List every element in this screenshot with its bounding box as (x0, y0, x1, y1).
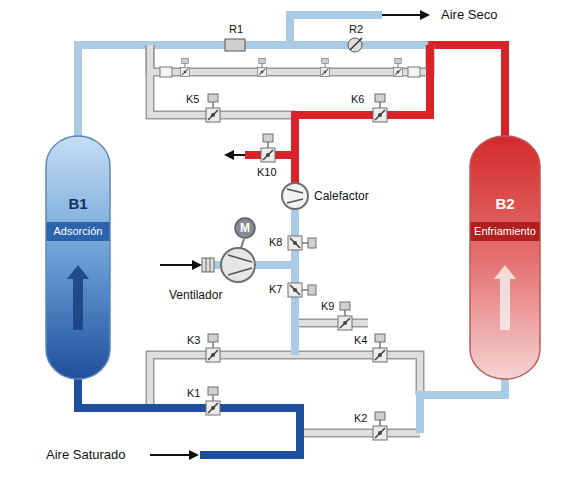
regulator-label: R1 (228, 23, 244, 36)
valve-label: K10 (256, 166, 278, 179)
heater-label: Calefactor (313, 189, 370, 203)
valve-label: K3 (186, 334, 201, 347)
motor-symbol: M (234, 217, 256, 239)
vessel-body (470, 136, 540, 379)
vessel-outline (469, 135, 541, 380)
vessel-state: Adsorción (54, 225, 103, 238)
valve-label: K4 (353, 334, 368, 347)
vessel-outline (45, 135, 111, 380)
regulator-symbol (225, 38, 362, 52)
hot-air-pipe (245, 45, 430, 183)
vessel-id: B2 (495, 195, 514, 213)
flow-direction-arrow (67, 265, 89, 330)
flow-direction-arrow (494, 265, 516, 330)
outlet-label: Aire Seco (440, 7, 498, 23)
silencer-symbol (160, 67, 420, 77)
valve-label: K1 (186, 387, 201, 400)
inlet-label: Aire Saturado (45, 447, 127, 463)
vessel-id: B1 (68, 195, 87, 213)
fan-symbol (221, 239, 255, 282)
vessel-state: Enfriamiento (474, 225, 536, 238)
fan-label: Ventilador (168, 288, 223, 302)
heater-symbol (282, 183, 308, 209)
valve-symbol (180, 58, 402, 440)
flow-arrow (150, 15, 428, 455)
vessel-body (46, 136, 110, 379)
valve-label: K6 (350, 93, 365, 106)
valve-label: K5 (185, 93, 200, 106)
adsorber-vessel: B1Adsorción (45, 135, 111, 380)
regulator-label: R2 (348, 23, 364, 36)
valve-label: K9 (320, 300, 335, 313)
motor-letter: M (240, 221, 250, 235)
motor-body (235, 218, 255, 238)
cooling-vessel: B2Enfriamiento (469, 135, 541, 380)
wet-air-pipe (78, 376, 300, 455)
inlet-grille (202, 258, 214, 272)
bypass-pipe-outline (150, 45, 430, 433)
vessel-band (471, 222, 540, 241)
bypass-pipe (150, 45, 430, 433)
valve-label: K2 (353, 412, 368, 425)
valve-label: K8 (268, 236, 283, 249)
valve-label: K7 (268, 283, 283, 296)
vessel-band (47, 222, 110, 241)
dry-air-pipe (214, 15, 505, 433)
